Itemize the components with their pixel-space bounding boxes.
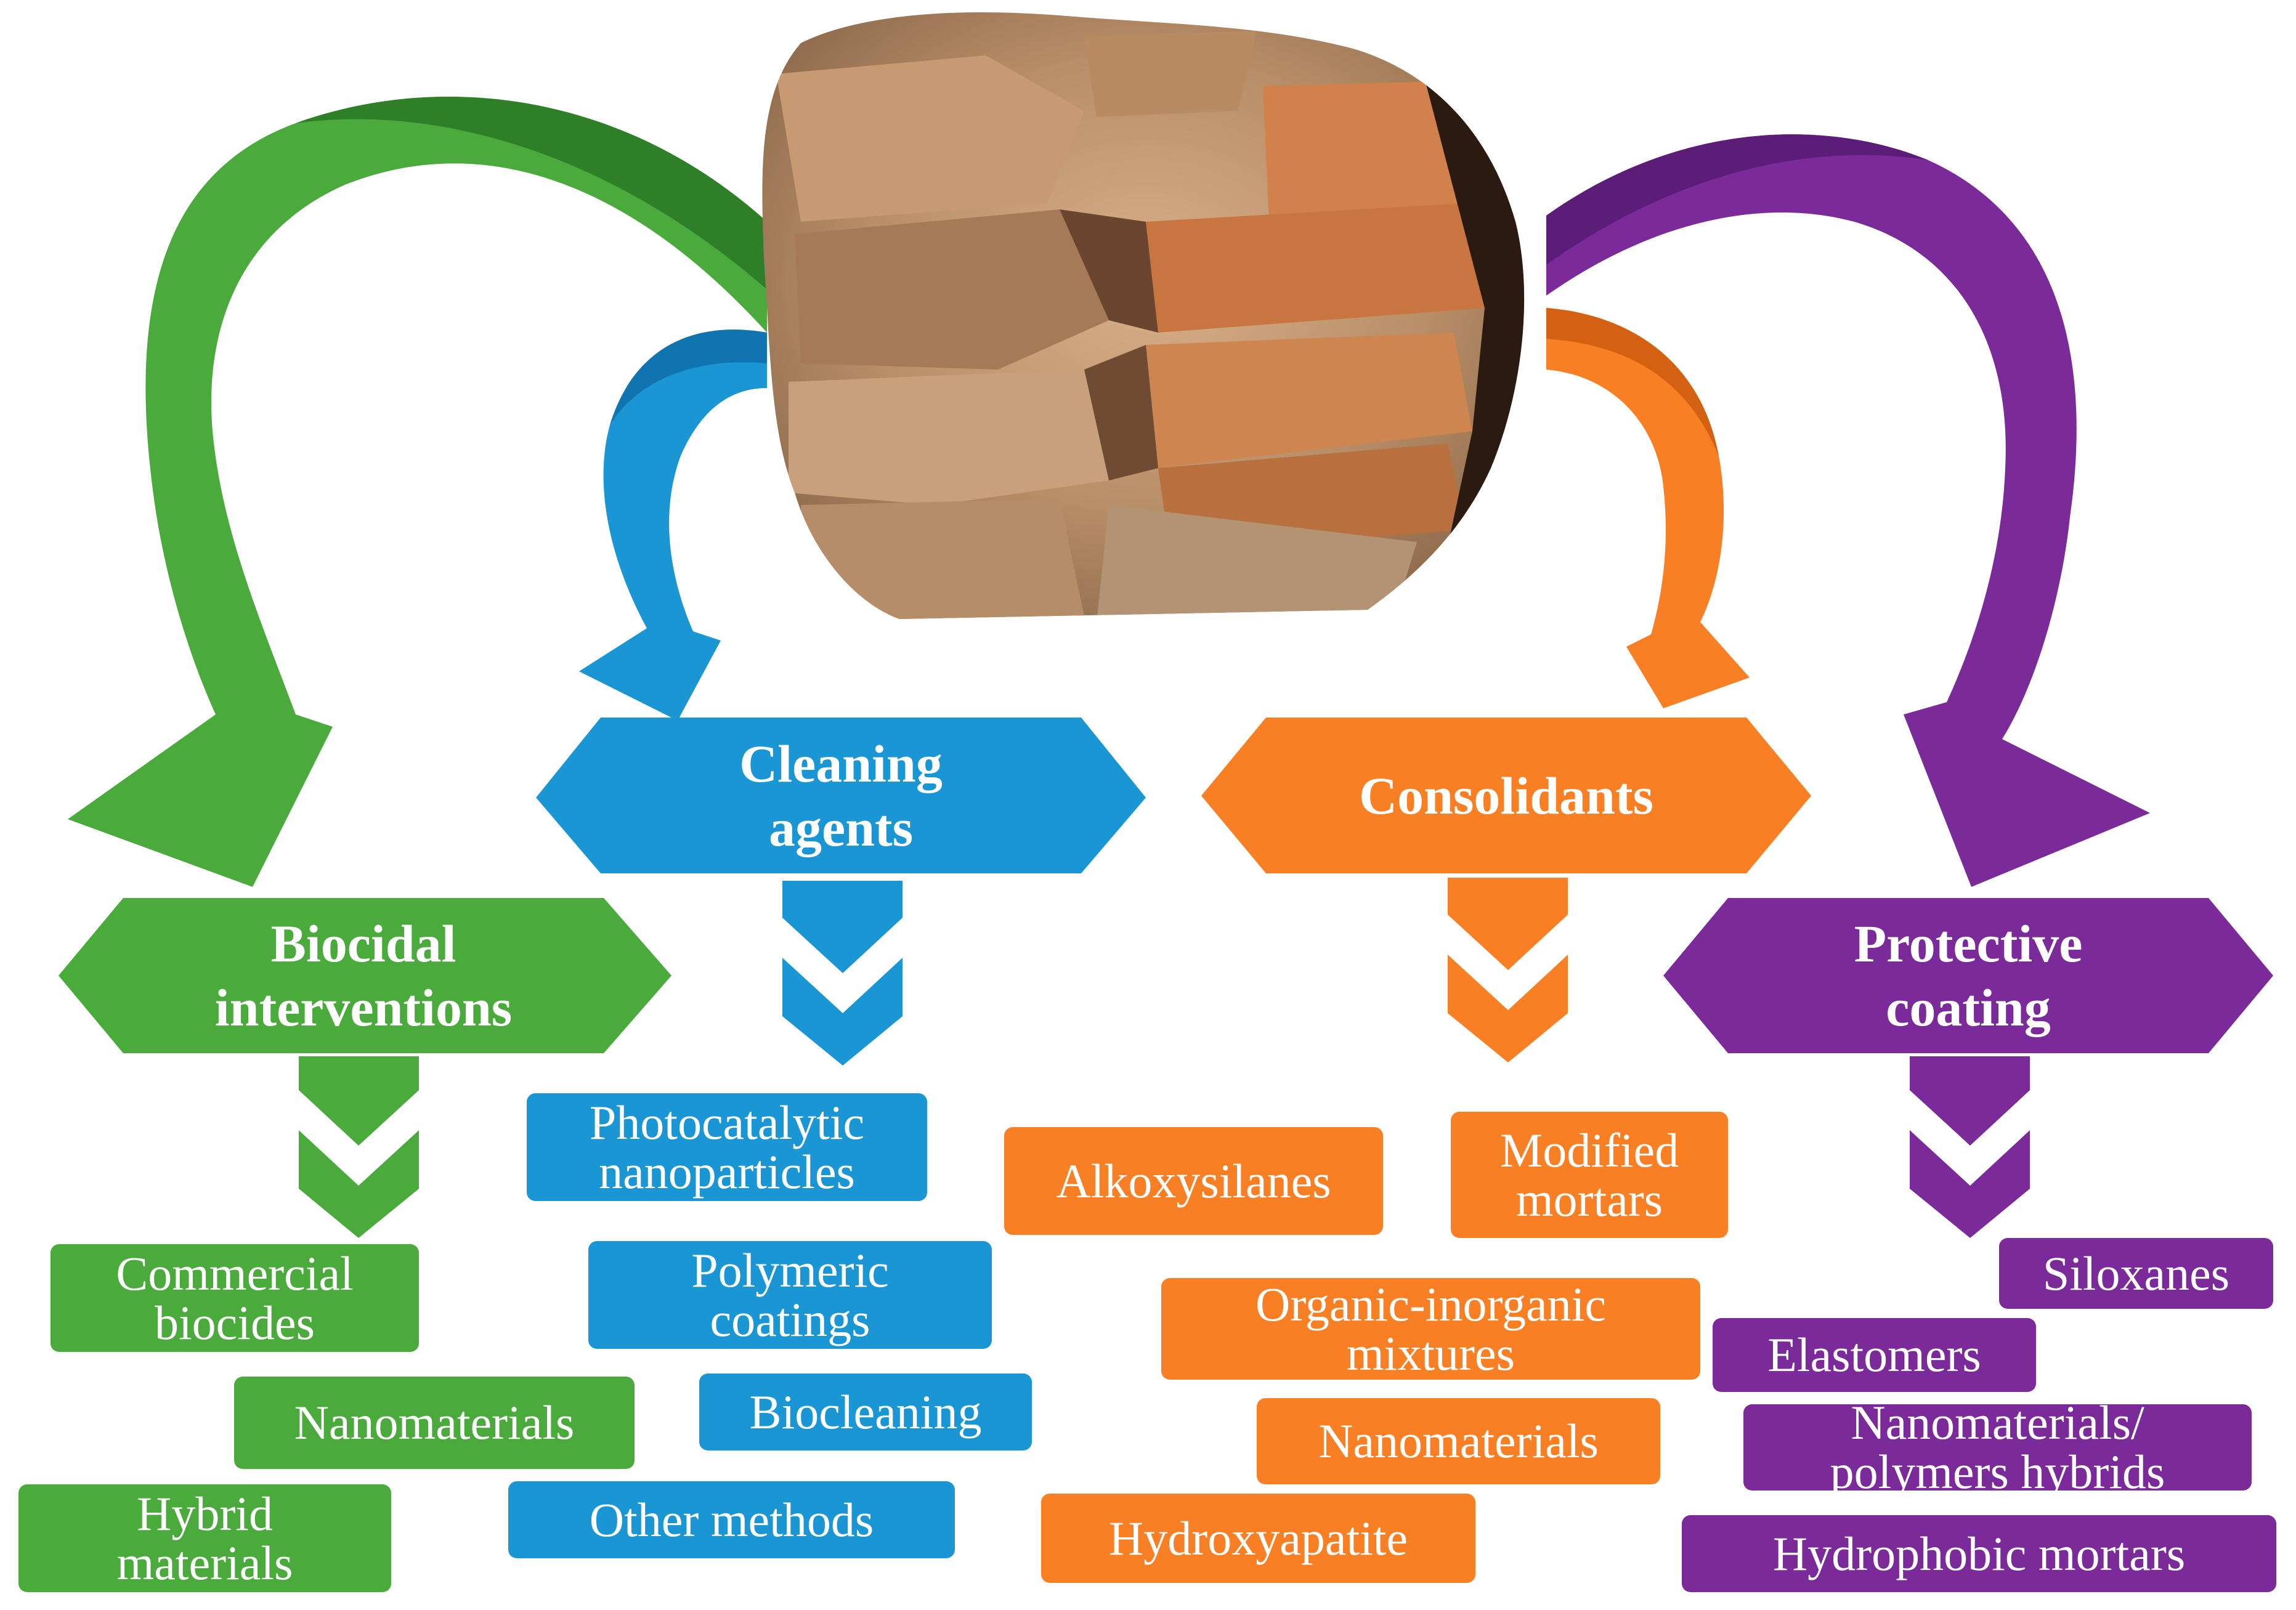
hexagon-cleaning-agents bbox=[536, 718, 1146, 873]
purple-curved-arrow bbox=[1546, 134, 2150, 887]
blue-curved-arrow bbox=[579, 330, 767, 721]
hexagon-protective-coating bbox=[1663, 898, 2273, 1053]
blue-arrow-shade bbox=[610, 330, 767, 425]
nanomaterials-orange-label: Nanomaterials bbox=[1318, 1414, 1599, 1468]
biocleaning-label: Biocleaning bbox=[749, 1385, 982, 1439]
chevron-down-icon-consolidants bbox=[1448, 878, 1568, 1062]
photocatalytic-label: Photocatalytic nanoparticles bbox=[589, 1095, 865, 1199]
modified-mortars-label: Modified mortars bbox=[1499, 1123, 1679, 1226]
green-arrow-shade bbox=[296, 97, 767, 289]
brick-wall-photo bbox=[762, 12, 1525, 619]
purple-arrow-shade bbox=[1546, 134, 1928, 265]
box-siloxanes bbox=[1999, 1238, 2273, 1309]
box-nanomaterials-polymers bbox=[1743, 1404, 2252, 1491]
orange-arrow-shade bbox=[1546, 308, 1719, 456]
hydrophobic-mortars-label: Hydrophobic mortars bbox=[1772, 1526, 2186, 1580]
siloxanes-label: Siloxanes bbox=[2042, 1246, 2230, 1300]
hexagon-consolidants bbox=[1201, 718, 1811, 873]
hybrid-materials-label: Hybrid materials bbox=[116, 1486, 293, 1590]
organic-inorganic-label: Organic-inorganic mixtures bbox=[1255, 1277, 1606, 1380]
other-methods-label: Other methods bbox=[589, 1492, 874, 1547]
box-hybrid-materials bbox=[18, 1484, 391, 1592]
box-hydrophobic-mortars bbox=[1682, 1515, 2276, 1592]
polymeric-coatings-label: Polymeric coatings bbox=[691, 1243, 889, 1346]
commercial-biocides-label: Commercial biocides bbox=[116, 1246, 354, 1349]
chevron-down-icon-biocidal bbox=[299, 1056, 419, 1238]
chevron-down-icon-protective bbox=[1910, 1056, 2030, 1238]
cleaning-agents-label: Cleaning agents bbox=[739, 734, 943, 857]
box-hydroxyapatite bbox=[1041, 1494, 1475, 1583]
nanomaterials-polymers-label: Nanomaterials/ polymers hybrids bbox=[1830, 1396, 2165, 1499]
protective-coating-label: Protective coating bbox=[1854, 914, 2083, 1037]
biocidal-interventions-label: Biocidal interventions bbox=[214, 914, 513, 1037]
box-nanomaterials-green bbox=[234, 1377, 635, 1469]
nanomaterials-green-label: Nanomaterials bbox=[294, 1396, 575, 1449]
box-modified-mortars bbox=[1451, 1112, 1728, 1238]
box-commercial-biocides bbox=[51, 1244, 419, 1352]
elastomers-label: Elastomers bbox=[1767, 1328, 1981, 1381]
box-other-methods bbox=[508, 1481, 955, 1558]
box-alkoxysilanes bbox=[1004, 1127, 1383, 1235]
hydroxyapatite-label: Hydroxyapatite bbox=[1108, 1511, 1408, 1565]
box-nanomaterials-orange bbox=[1257, 1398, 1660, 1484]
box-photocatalytic bbox=[527, 1093, 927, 1201]
box-organic-inorganic bbox=[1161, 1278, 1700, 1380]
hexagon-biocidal-interventions bbox=[59, 898, 671, 1053]
green-curved-arrow bbox=[68, 97, 767, 888]
box-biocleaning bbox=[699, 1373, 1032, 1450]
chevron-down-icon-cleaning bbox=[782, 881, 903, 1066]
box-elastomers bbox=[1713, 1318, 2036, 1392]
box-polymeric-coatings bbox=[588, 1241, 992, 1349]
alkoxysilanes-label: Alkoxysilanes bbox=[1056, 1154, 1331, 1208]
consolidants-label: Consolidants bbox=[1359, 766, 1653, 825]
